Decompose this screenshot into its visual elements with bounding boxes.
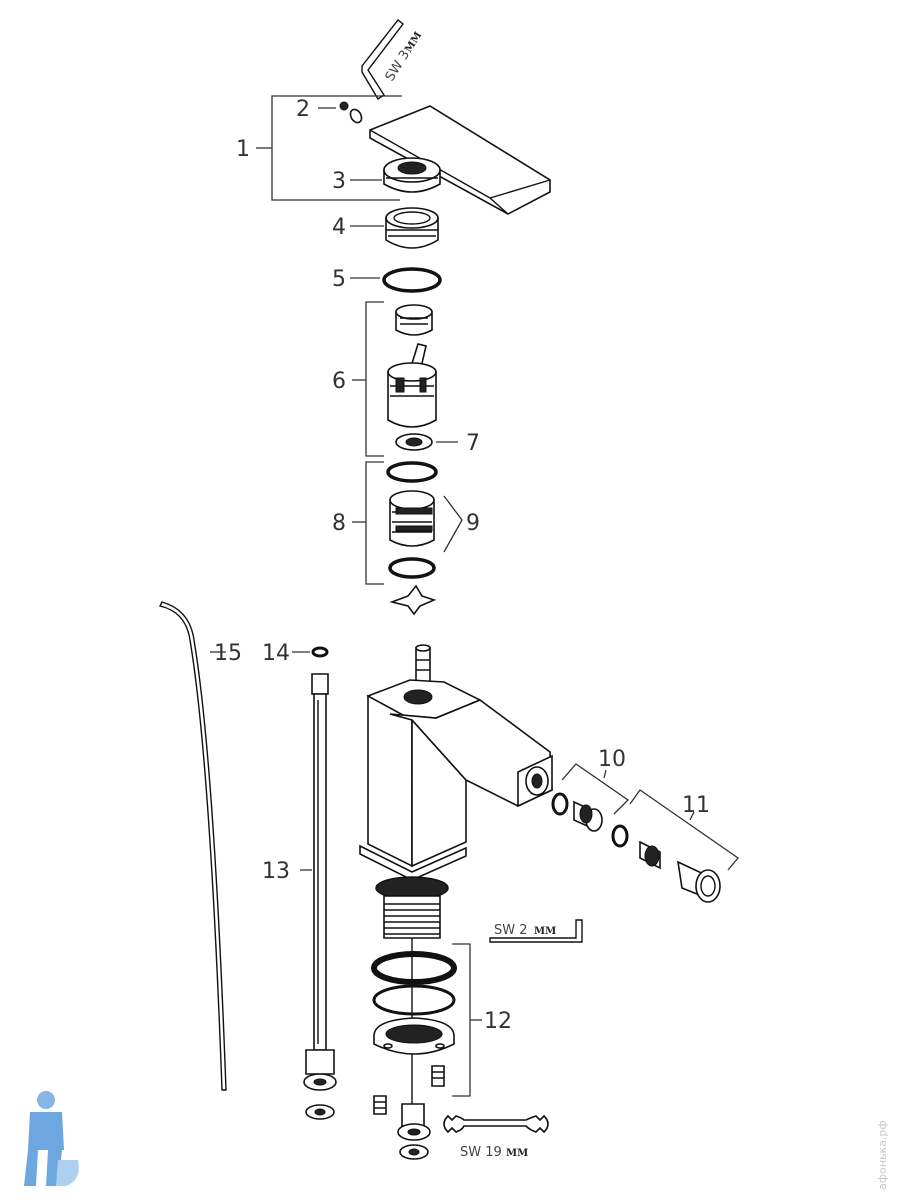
label-part-3: 3 xyxy=(332,169,346,194)
label-part-10: 10 xyxy=(598,747,626,772)
watermark-text: афонька.рф xyxy=(876,1120,889,1190)
label-part-13: 13 xyxy=(262,859,290,884)
cover-nut-part-4 xyxy=(385,207,439,249)
retaining-nut-part-7 xyxy=(395,433,433,451)
label-part-11: 11 xyxy=(682,793,710,818)
bracket-part-11 xyxy=(629,789,739,871)
bracket-part-6 xyxy=(365,301,384,457)
handle-base-part-3 xyxy=(383,157,441,193)
svg-text:MM: MM xyxy=(534,926,556,937)
label-part-14: 14 xyxy=(262,641,290,666)
diverter-part-8 xyxy=(386,461,438,616)
handle-lever-part-1 xyxy=(369,105,551,215)
label-part-15: 15 xyxy=(214,641,242,666)
set-screw-part-2 xyxy=(339,101,363,124)
hex-key-sw3-icon xyxy=(361,19,404,100)
svg-text:MM: MM xyxy=(403,30,424,55)
flexible-hose-part-15 xyxy=(158,601,227,1091)
hex-key-sw3-label: SW 3 MM xyxy=(383,30,425,84)
fixing-set-part-12 xyxy=(371,951,457,1160)
svg-text:афонька.рф: афонька.рф xyxy=(876,1120,889,1190)
aerator-part-10 xyxy=(551,792,603,832)
svg-text:SW 19: SW 19 xyxy=(460,1145,502,1160)
aerator-housing-part-11 xyxy=(611,824,721,903)
cartridge-part-6 xyxy=(387,304,437,428)
label-part-2: 2 xyxy=(296,97,310,122)
mixer-body xyxy=(359,644,553,1120)
label-part-9: 9 xyxy=(466,511,480,536)
plumber-logo-icon xyxy=(24,1091,79,1186)
hex-key-sw2-label: SW 2 MM xyxy=(494,923,556,938)
label-part-5: 5 xyxy=(332,267,346,292)
svg-text:MM: MM xyxy=(506,1148,528,1159)
svg-text:SW 2: SW 2 xyxy=(494,923,528,938)
label-part-4: 4 xyxy=(332,215,346,240)
label-part-12: 12 xyxy=(484,1009,512,1034)
o-ring-part-14 xyxy=(311,646,329,658)
hex-key-sw2-icon xyxy=(489,919,583,943)
label-part-1: 1 xyxy=(236,137,250,162)
wrench-sw19-label: SW 19 MM xyxy=(460,1145,528,1160)
pull-rod-part-13 xyxy=(303,673,337,1120)
bracket-part-10 xyxy=(561,763,630,815)
label-part-8: 8 xyxy=(332,511,346,536)
bracket-part-9 xyxy=(443,495,463,553)
label-part-6: 6 xyxy=(332,369,346,394)
o-ring-part-5 xyxy=(382,267,442,293)
bracket-part-8 xyxy=(365,461,384,585)
label-part-7: 7 xyxy=(466,431,480,456)
wrench-sw19-icon xyxy=(443,1114,549,1134)
